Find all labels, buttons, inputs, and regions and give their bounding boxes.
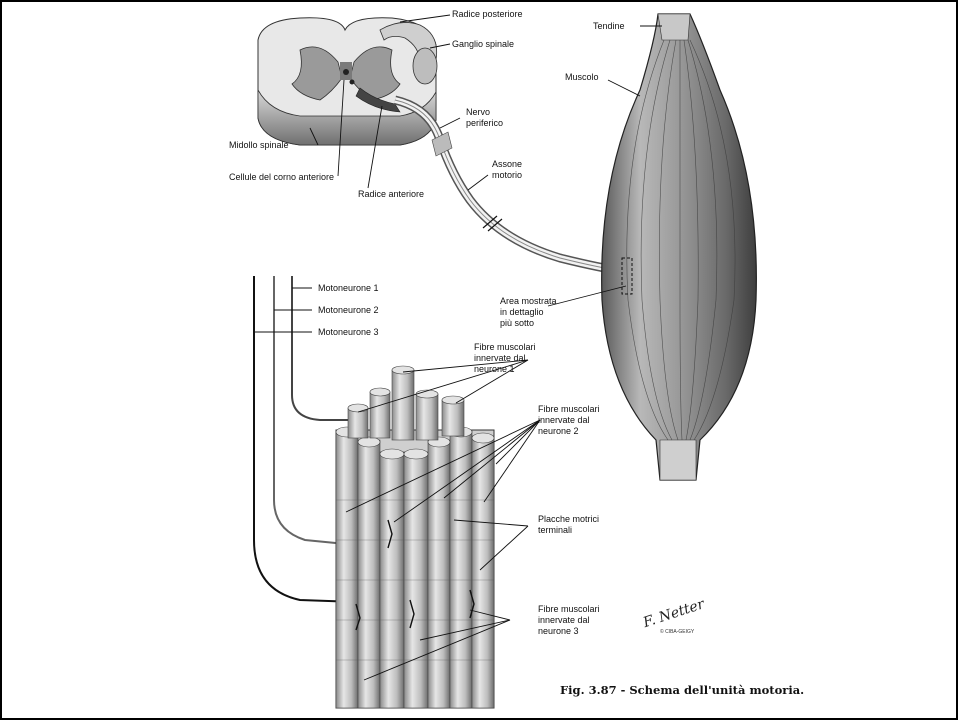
label-radice-posteriore: Radice posteriore [452,9,523,19]
label-fibre-neurone2-2: innervate dal [538,415,590,425]
label-placche-1: Placche motrici [538,514,599,524]
label-fibre-neurone3-2: innervate dal [538,615,590,625]
label-fibre-neurone1-2: innervate dal [474,353,526,363]
label-fibre-neurone3-1: Fibre muscolari [538,604,600,614]
label-assone-2: motorio [492,170,522,180]
artist-signature: F. Netter © CIBA-GEIGY [640,596,707,635]
label-tendine: Tendine [593,21,625,31]
label-nervo-periferico-1: Nervo [466,107,490,117]
label-area-2: in dettaglio [500,307,544,317]
signature-subtext: © CIBA-GEIGY [660,628,695,635]
label-fibre-neurone1-1: Fibre muscolari [474,342,536,352]
label-radice-anteriore: Radice anteriore [358,189,424,199]
peripheral-nerve [395,100,628,272]
label-assone-1: Assone [492,159,522,169]
label-fibre-neurone1-3: neurone 1 [474,364,515,374]
label-area-3: più sotto [500,318,534,328]
label-cellule-corno: Cellule del corno anteriore [229,172,334,182]
label-fibre-neurone3-3: neurone 3 [538,626,579,636]
muscle-fiber-bundle [336,366,494,708]
label-placche-2: terminali [538,525,572,535]
label-area-1: Area mostrata [500,296,557,306]
label-nervo-periferico-2: periferico [466,118,503,128]
label-muscolo: Muscolo [565,72,599,82]
muscle [602,14,757,480]
label-fibre-neurone2-3: neurone 2 [538,426,579,436]
label-fibre-neurone2-1: Fibre muscolari [538,404,600,414]
label-motoneurone-1: Motoneurone 1 [318,283,379,293]
spinal-cord [258,18,437,145]
label-ganglio-spinale: Ganglio spinale [452,39,514,49]
label-midollo-spinale: Midollo spinale [229,140,289,150]
signature-text: F. Netter [640,596,707,631]
label-motoneurone-2: Motoneurone 2 [318,305,379,315]
figure-caption: Fig. 3.87 - Schema dell'unità motoria. [560,683,804,697]
label-motoneurone-3: Motoneurone 3 [318,327,379,337]
